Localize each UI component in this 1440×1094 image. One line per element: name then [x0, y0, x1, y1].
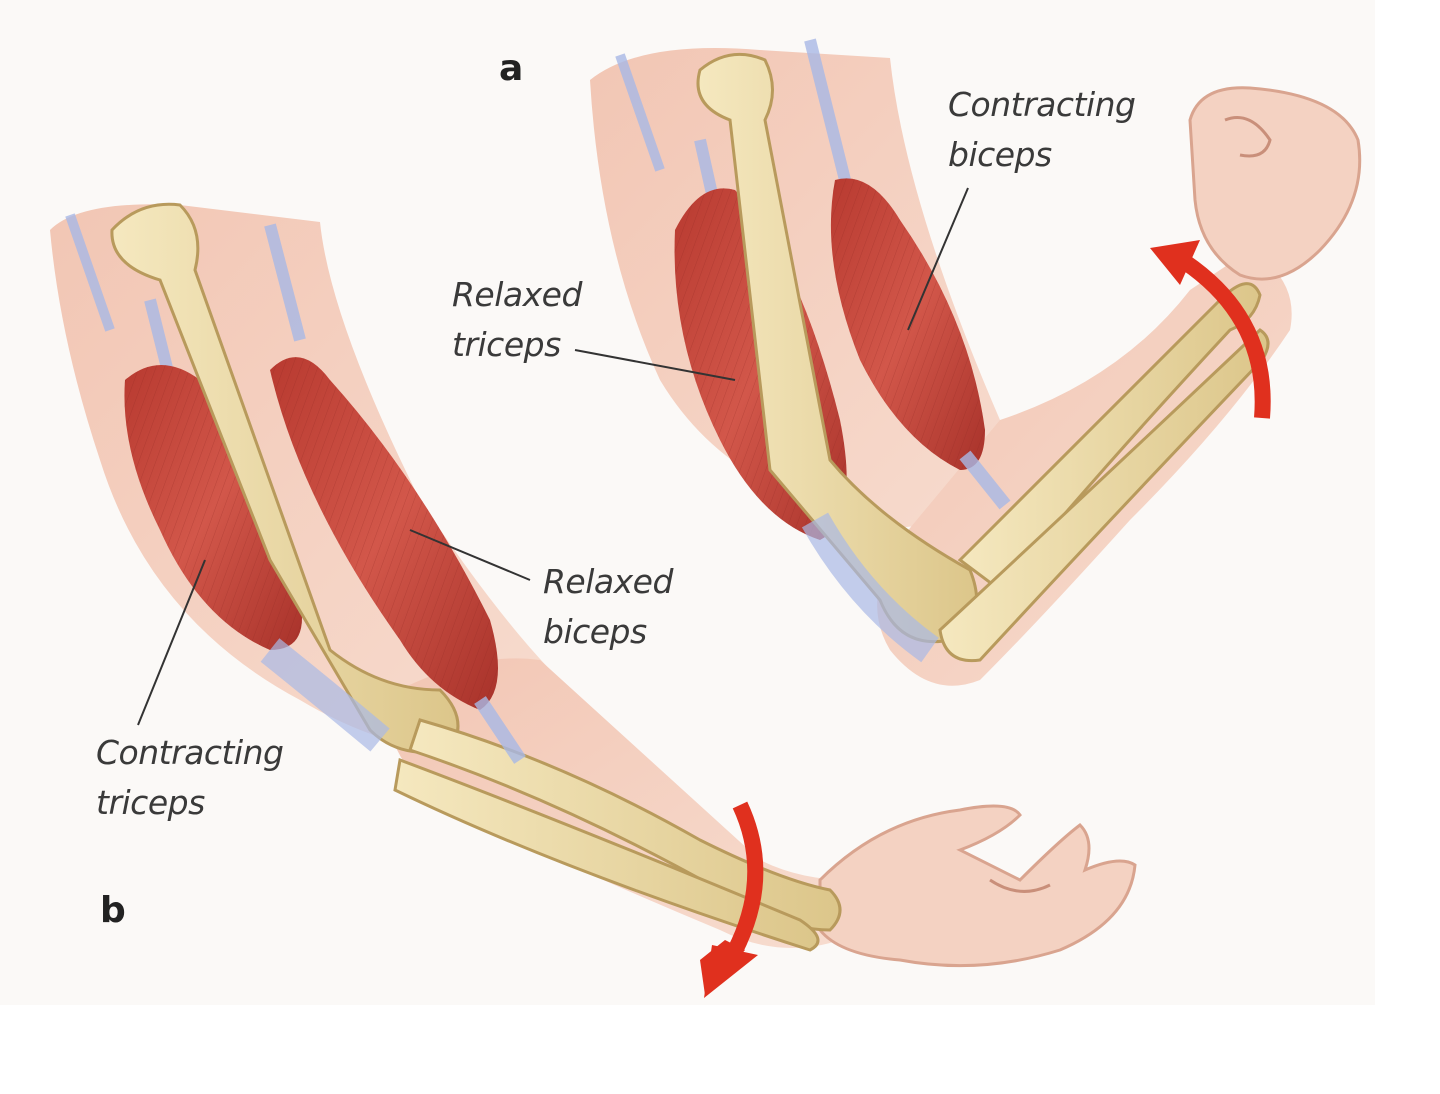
label-line: Relaxed — [543, 562, 673, 601]
arm-b — [50, 202, 1137, 998]
label-line: triceps — [452, 325, 561, 364]
arm-b-tendon — [65, 213, 115, 332]
leader-contracting-triceps — [137, 559, 206, 726]
leader-relaxed-triceps — [574, 349, 736, 381]
label-relaxed-biceps: Relaxed biceps — [543, 557, 673, 657]
label-line: Contracting — [948, 85, 1136, 124]
label-line: Contracting — [96, 733, 284, 772]
label-line: Relaxed — [452, 275, 582, 314]
arm-a — [590, 38, 1362, 686]
arm-b-hand — [818, 804, 1137, 968]
arm-a-fist — [1188, 86, 1362, 281]
panel-label-b: b — [100, 890, 126, 931]
arm-a-arrow — [1180, 255, 1271, 419]
arm-a-radius — [957, 282, 1262, 593]
leader-contracting-biceps — [907, 187, 969, 331]
label-line: biceps — [543, 612, 647, 651]
arm-b-radius — [408, 718, 842, 932]
label-line: biceps — [948, 135, 1052, 174]
panel-label-a: a — [499, 48, 524, 89]
arm-b-ulna — [393, 757, 820, 952]
label-relaxed-triceps: Relaxed triceps — [452, 270, 582, 370]
arm-b-arrow — [723, 801, 764, 964]
label-line: triceps — [96, 783, 205, 822]
arm-b-humerus — [110, 202, 460, 754]
label-contracting-triceps: Contracting triceps — [96, 728, 284, 828]
label-contracting-biceps: Contracting biceps — [948, 80, 1136, 180]
leader-relaxed-biceps — [409, 529, 531, 581]
arm-a-tendon — [615, 53, 665, 172]
